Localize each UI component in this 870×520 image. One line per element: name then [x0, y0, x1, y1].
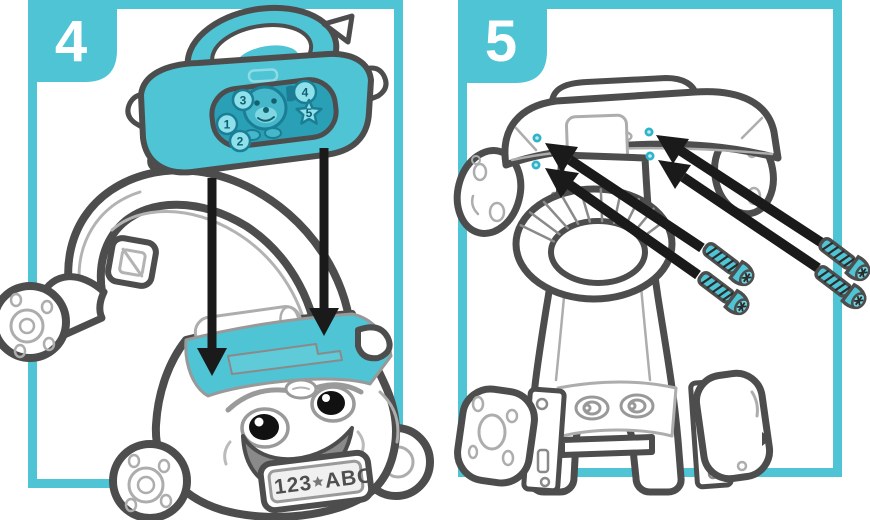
side-ear [355, 324, 393, 362]
button-2 [228, 129, 252, 153]
screw-holes [531, 127, 655, 170]
button-4 [292, 79, 318, 105]
activity-panel-illustration: 3 1 2 4 5 [125, 4, 389, 176]
step-panel-5: 5 [453, 0, 870, 496]
insert-arrow-down-icon [309, 148, 339, 336]
svg-text:3: 3 [240, 94, 247, 108]
wheel-notch [321, 13, 355, 45]
insert-arrows [197, 148, 339, 376]
step-badge [458, 0, 547, 83]
panel-buttons: 3 1 2 4 5 [215, 79, 323, 153]
screw-arrow-icon [545, 168, 701, 280]
front-wheel-left [109, 440, 191, 520]
step-badge [28, 0, 117, 82]
screw-arrows [545, 135, 825, 280]
license-plate: 123 ABC [257, 449, 375, 514]
step-panel-4: 4 [0, 0, 434, 520]
svg-text:2: 2 [237, 135, 244, 149]
rear-wheel [0, 282, 70, 362]
base-bar [559, 434, 655, 458]
plate-star-icon [312, 476, 324, 487]
puppy-icon [231, 85, 298, 141]
svg-text:1: 1 [224, 118, 231, 132]
front-wheel-right [692, 369, 774, 483]
screw-arrow-icon [545, 143, 705, 253]
mount-slot [227, 343, 343, 375]
svg-text:5: 5 [306, 106, 313, 120]
walker-underside-illustration [453, 75, 782, 496]
svg-text:4: 4 [302, 86, 309, 100]
star-button [295, 98, 323, 125]
button-1 [215, 112, 239, 136]
step-number: 4 [55, 9, 87, 74]
eye-left [249, 414, 279, 440]
button-3 [231, 88, 255, 112]
screw-arrow-icon [658, 160, 821, 273]
step-number: 5 [485, 9, 517, 74]
screw-bosses [574, 393, 655, 421]
brand-logo-oval [284, 378, 318, 400]
walker-car-illustration: 123 ABC [0, 166, 434, 520]
rear-wheel-left [453, 147, 525, 237]
insert-arrow-down-icon [197, 178, 227, 376]
plate-numbers: 123 [273, 472, 314, 499]
arm-square-opening [105, 235, 159, 289]
front-wheel-left [454, 385, 538, 487]
panel-slot [247, 68, 279, 83]
screw-arrow-icon [656, 135, 825, 248]
eye-right [317, 391, 345, 415]
